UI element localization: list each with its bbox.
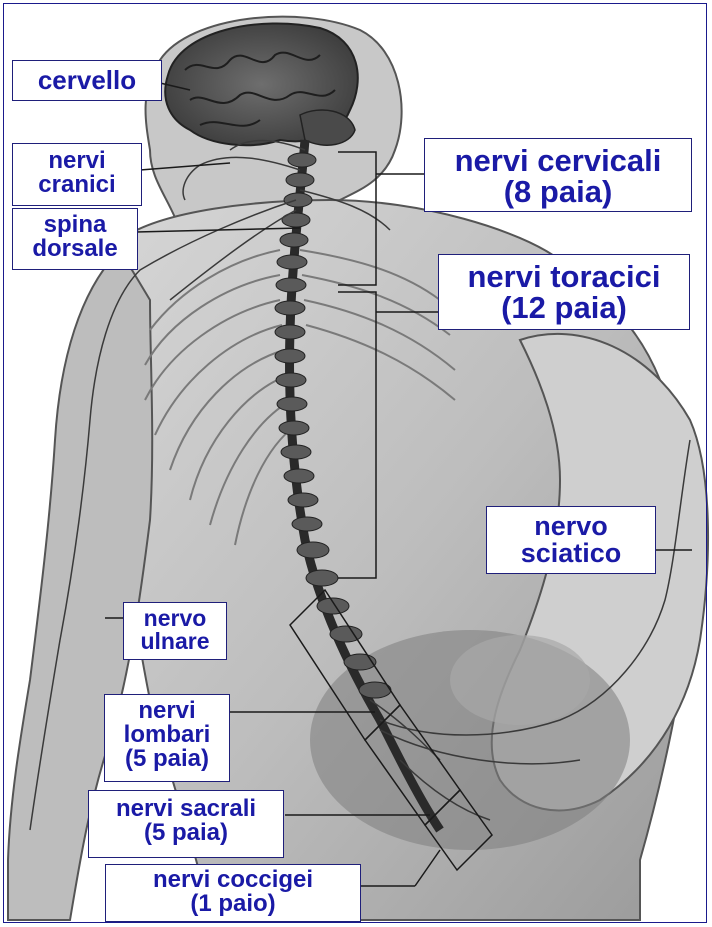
label-nervi-sacrali-line1: nervi sacrali xyxy=(94,797,278,821)
label-nervi-cranici-line1: nervi xyxy=(18,149,136,173)
label-nervi-toracici: nervi toracici (12 paia) xyxy=(438,254,690,330)
label-cervello-text: cervello xyxy=(18,67,156,93)
label-nervi-lombari-line1: nervi xyxy=(110,699,224,723)
label-nervo-sciatico-line1: nervo xyxy=(492,513,650,540)
label-nervi-cervicali-line2: (8 paia) xyxy=(430,176,686,207)
label-nervo-ulnare-line1: nervo xyxy=(129,607,221,630)
label-nervi-coccigei: nervi coccigei (1 paio) xyxy=(105,864,361,922)
label-nervi-cervicali-line1: nervi cervicali xyxy=(430,145,686,176)
label-nervi-coccigei-line2: (1 paio) xyxy=(111,892,355,916)
label-cervello: cervello xyxy=(12,60,162,101)
label-spina-dorsale: spina dorsale xyxy=(12,208,138,270)
label-nervi-cranici-line2: cranici xyxy=(18,173,136,197)
label-nervi-lombari: nervi lombari (5 paia) xyxy=(104,694,230,782)
label-nervi-cervicali: nervi cervicali (8 paia) xyxy=(424,138,692,212)
label-spina-dorsale-line2: dorsale xyxy=(18,237,132,261)
label-nervi-coccigei-line1: nervi coccigei xyxy=(111,868,355,892)
label-nervi-lombari-line2: lombari xyxy=(110,723,224,747)
hip-bone xyxy=(450,635,590,725)
label-spina-dorsale-line1: spina xyxy=(18,213,132,237)
label-nervi-toracici-line2: (12 paia) xyxy=(444,292,684,323)
label-nervi-sacrali: nervi sacrali (5 paia) xyxy=(88,790,284,858)
label-nervi-sacrali-line2: (5 paia) xyxy=(94,821,278,845)
label-nervo-ulnare-line2: ulnare xyxy=(129,630,221,653)
label-nervo-sciatico: nervo sciatico xyxy=(486,506,656,574)
label-nervi-cranici: nervi cranici xyxy=(12,143,142,206)
label-nervi-toracici-line1: nervi toracici xyxy=(444,261,684,292)
label-nervo-sciatico-line2: sciatico xyxy=(492,540,650,567)
label-nervi-lombari-line3: (5 paia) xyxy=(110,747,224,771)
label-nervo-ulnare: nervo ulnare xyxy=(123,602,227,660)
